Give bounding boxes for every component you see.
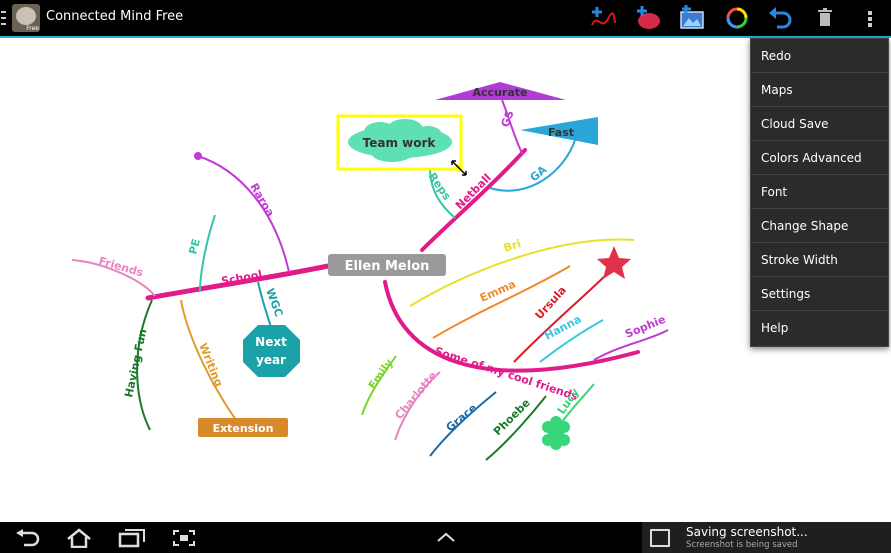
hanna-label: Hanna xyxy=(542,313,583,343)
phoebe-label: Phoebe xyxy=(491,396,533,438)
ursula-label: Ursula xyxy=(533,284,569,322)
school-label: School xyxy=(220,268,263,288)
emma-label: Emma xyxy=(478,277,518,304)
resize-handle-icon xyxy=(451,160,467,176)
star-node xyxy=(597,246,631,279)
add-link-icon[interactable] xyxy=(588,3,618,33)
app-icon[interactable]: Free xyxy=(12,4,40,32)
next-year-node xyxy=(243,325,300,377)
screenshot-icon[interactable] xyxy=(172,529,196,547)
menu-item-cloud-save[interactable]: Cloud Save xyxy=(751,107,888,141)
menu-item-help[interactable]: Help xyxy=(761,321,789,335)
notification-title: Saving screenshot... xyxy=(686,525,808,539)
menu-item-colors-advanced[interactable]: Colors Advanced xyxy=(751,141,888,175)
chevron-up-icon[interactable] xyxy=(436,531,456,543)
menu-item-redo[interactable]: Redo xyxy=(751,39,888,73)
action-bar-divider xyxy=(0,36,891,38)
add-node-icon[interactable] xyxy=(633,3,663,33)
recent-apps-icon[interactable] xyxy=(118,528,146,548)
back-icon[interactable] xyxy=(14,529,40,547)
reps-label: Reps xyxy=(426,170,454,203)
bri-label: Bri xyxy=(502,237,523,255)
lucy-flower-node xyxy=(542,416,570,450)
having-fun-label: Having Fun xyxy=(122,328,149,399)
accurate-label: Accurate xyxy=(473,86,528,99)
gs-label: GS xyxy=(499,109,517,129)
next-year-label-2: year xyxy=(256,353,286,367)
image-icon xyxy=(650,529,670,547)
drawer-icon[interactable] xyxy=(1,10,6,26)
color-wheel-icon[interactable] xyxy=(722,3,752,33)
charlotte-label: Charlotte xyxy=(392,369,439,422)
pe-label: PE xyxy=(186,237,203,255)
friends-label: Friends xyxy=(97,254,145,279)
next-year-label-1: Next xyxy=(255,335,287,349)
fast-node xyxy=(520,117,598,145)
undo-icon[interactable] xyxy=(765,3,795,33)
selection-box xyxy=(336,114,463,171)
cool-friends-label: Some of my cool friends xyxy=(433,344,580,403)
ga-label: GA xyxy=(528,163,550,185)
grace-label: Grace xyxy=(444,401,480,434)
fast-label: Fast xyxy=(548,126,574,139)
mindmap-canvas[interactable]: Ellen Melon Team work Accurate Fast Next… xyxy=(0,38,891,522)
action-bar: Free Connected Mind Free xyxy=(0,0,891,36)
add-image-icon[interactable] xyxy=(677,3,707,33)
accurate-node xyxy=(435,82,566,100)
team-work-node xyxy=(348,119,452,162)
extension-label: Extension xyxy=(213,422,274,435)
notification-subtitle: Screenshot is being saved xyxy=(686,540,798,550)
friends-branch xyxy=(383,280,640,373)
menu-item-font[interactable]: Font xyxy=(751,175,888,209)
delete-icon[interactable] xyxy=(810,3,840,33)
menu-item-stroke-width[interactable]: Stroke Width xyxy=(751,243,888,277)
central-node xyxy=(328,254,446,276)
menu-item-settings[interactable]: Settings xyxy=(751,277,888,311)
screenshot-notification[interactable]: Saving screenshot... Screenshot is being… xyxy=(642,522,891,553)
writing-label: Writing xyxy=(196,341,225,388)
netball-label: Netball xyxy=(453,171,494,212)
overflow-menu-icon[interactable] xyxy=(855,3,885,33)
netball-branch xyxy=(420,148,527,252)
raroa-label: Raroa xyxy=(247,181,276,219)
team-work-label: Team work xyxy=(363,136,437,150)
school-branch xyxy=(145,263,331,301)
menu-item-change-shape[interactable]: Change Shape xyxy=(751,209,888,243)
extension-node xyxy=(198,418,288,437)
overflow-menu: Redo Maps Cloud Save Colors Advanced Fon… xyxy=(750,38,889,347)
menu-item-maps[interactable]: Maps xyxy=(751,73,888,107)
central-node-label: Ellen Melon xyxy=(345,259,430,274)
emily-label: Emily xyxy=(366,357,396,392)
home-icon[interactable] xyxy=(66,528,92,548)
app-title: Connected Mind Free xyxy=(46,9,184,24)
sophie-label: Sophie xyxy=(623,313,667,341)
